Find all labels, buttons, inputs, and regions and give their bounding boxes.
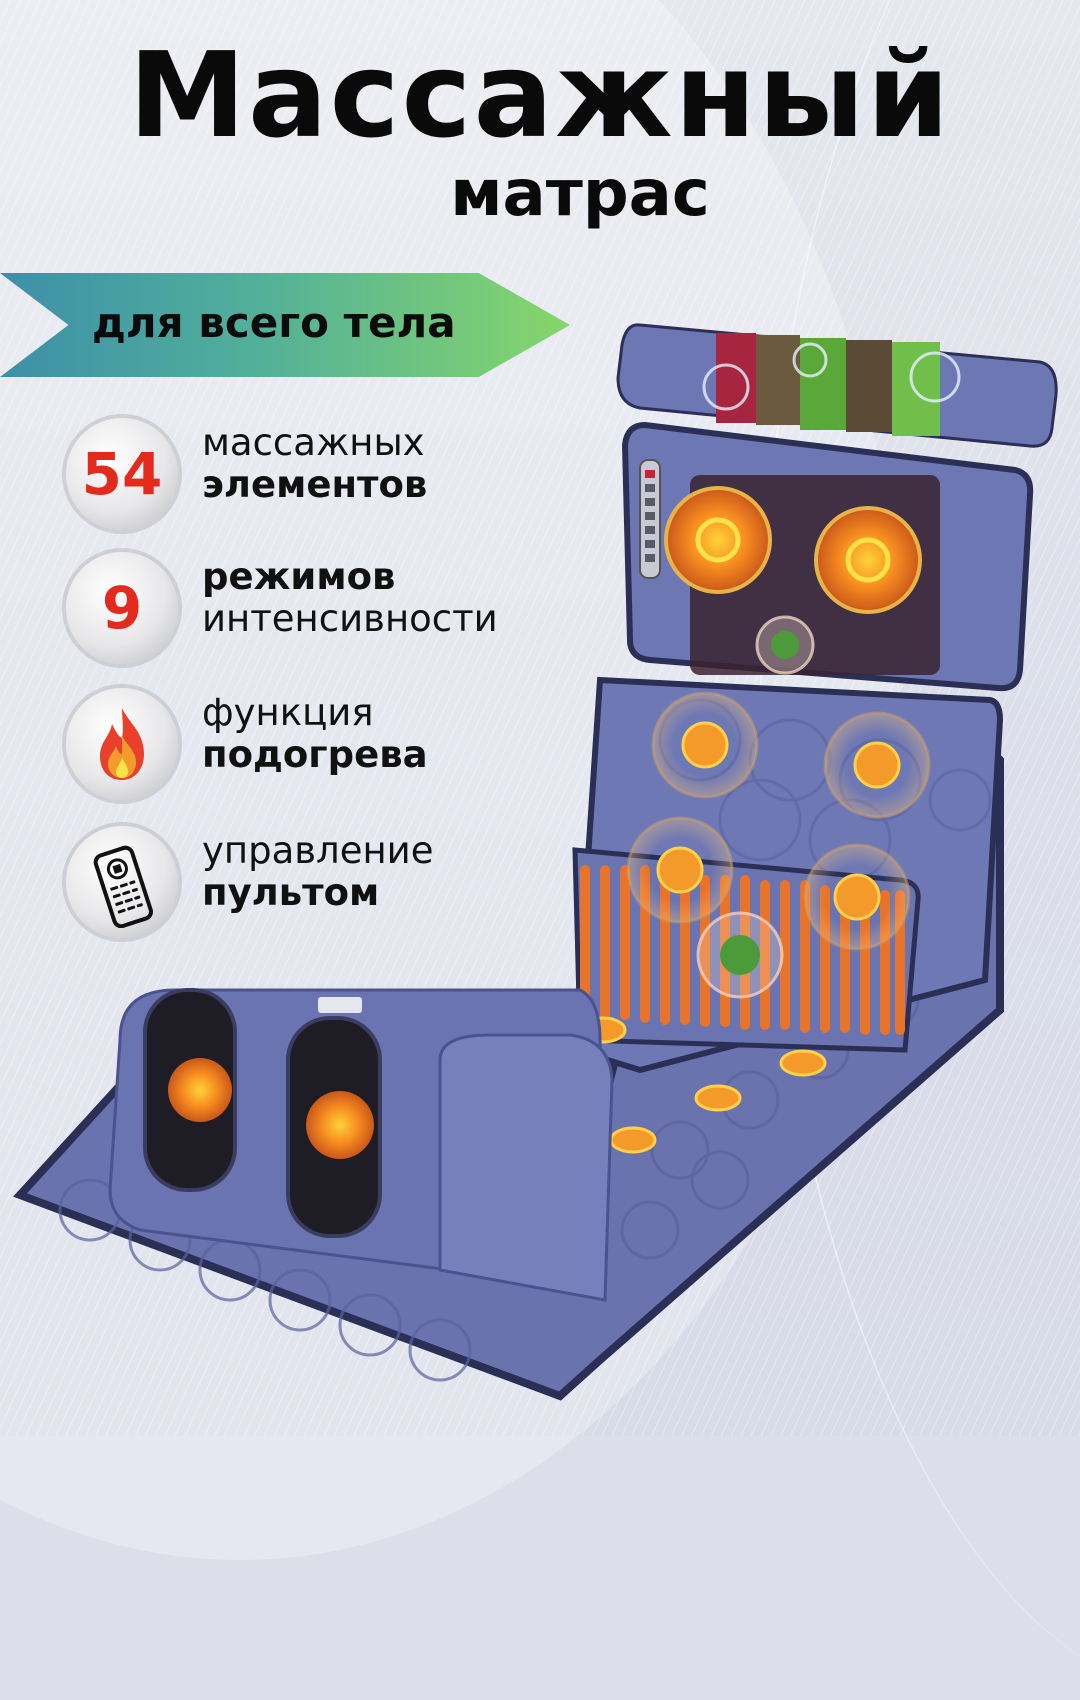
feature-remote-control: управление пультом	[66, 826, 526, 946]
feature-massage-elements: 54 массажных элементов	[66, 418, 526, 538]
title-line-2: матрас	[450, 157, 710, 231]
feature-line-2: пультом	[202, 871, 380, 914]
feature-heating: функция подогрева	[66, 688, 526, 808]
badge-number: 54	[81, 440, 163, 508]
feature-line-1: функция	[202, 691, 374, 734]
badge-seal	[66, 826, 178, 938]
feature-line-2: элементов	[202, 463, 428, 506]
badge-number: 9	[101, 574, 143, 642]
massage-mattress-illustration	[13, 323, 1058, 1401]
title-line-1: Массажный	[128, 26, 952, 164]
badge-seal	[66, 552, 178, 664]
feature-intensity-modes: 9 режимов интенсивности	[66, 552, 526, 672]
badge-seal	[66, 418, 178, 530]
feature-line-1: управление	[202, 829, 434, 872]
fire-icon	[100, 708, 144, 780]
feature-line-1: режимов	[202, 555, 396, 598]
banner-arrow	[0, 273, 570, 377]
feature-line-1: массажных	[202, 421, 425, 464]
foot-control-panel	[318, 997, 362, 1013]
banner-label: для всего тела	[92, 298, 456, 347]
feature-line-2: интенсивности	[202, 597, 498, 640]
feature-line-2: подогрева	[202, 733, 428, 776]
shiatsu-heads	[664, 486, 922, 675]
herbal-filling	[716, 333, 940, 436]
massage-nodes	[579, 691, 931, 1154]
remote-control-icon	[93, 845, 153, 928]
